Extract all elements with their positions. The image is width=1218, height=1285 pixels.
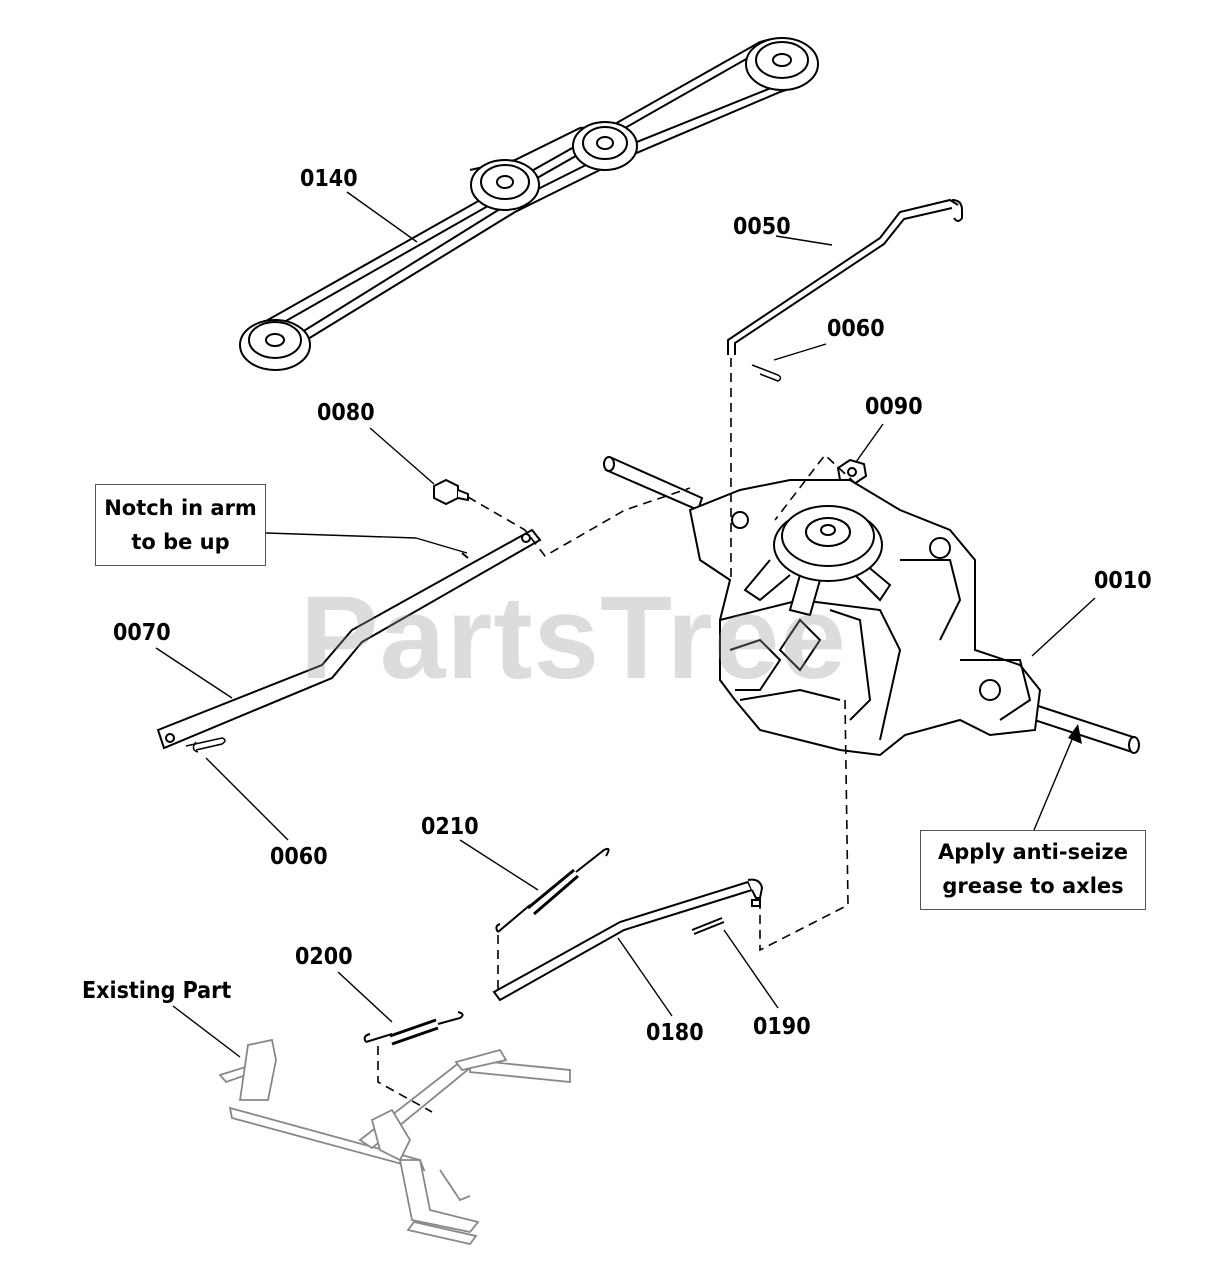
shoulder-bolt [433,478,469,506]
pulley-right [745,37,819,91]
notch-note-line2: to be up [131,530,230,554]
callout-0060-bottom: 0060 [270,844,328,870]
callout-0210: 0210 [421,814,479,840]
pulley-idler-1 [470,159,540,211]
existing-pedal-assembly [218,1038,571,1246]
callout-0010: 0010 [1094,568,1152,594]
control-rod [727,198,963,355]
callout-0140: 0140 [300,166,358,192]
hairpin-clip-bottom [185,737,226,753]
watermark: PartsTree [300,572,847,704]
spring-upper [495,847,610,933]
spring-lower [363,1011,464,1046]
antiseize-note-box: Apply anti-seize grease to axles [920,830,1146,910]
transmission-arm [156,528,542,750]
antiseize-note-line1: Apply anti-seize [938,840,1128,864]
callout-0060-top: 0060 [827,316,885,342]
callout-0180: 0180 [646,1020,704,1046]
leader-arrowhead [1068,724,1082,744]
assembly-dashes [377,358,857,1113]
linkage-rod [492,878,764,1002]
callout-0090: 0090 [865,394,923,420]
leader-lines [155,191,1096,1058]
pulley-left [239,319,311,371]
transaxle [603,456,1140,757]
callout-0190: 0190 [753,1014,811,1040]
callout-0080: 0080 [317,400,375,426]
pulley-idler-2 [572,121,638,171]
callout-0200: 0200 [295,944,353,970]
antiseize-note-line2: grease to axles [942,874,1124,898]
cotter-pin [691,917,725,935]
hairpin-clip-top [751,364,782,382]
callout-0050: 0050 [733,214,791,240]
notch-note-box: Notch in arm to be up [95,484,266,566]
notch-note-line1: Notch in arm [104,496,257,520]
callout-0070: 0070 [113,620,171,646]
existing-part-label: Existing Part [82,978,231,1004]
